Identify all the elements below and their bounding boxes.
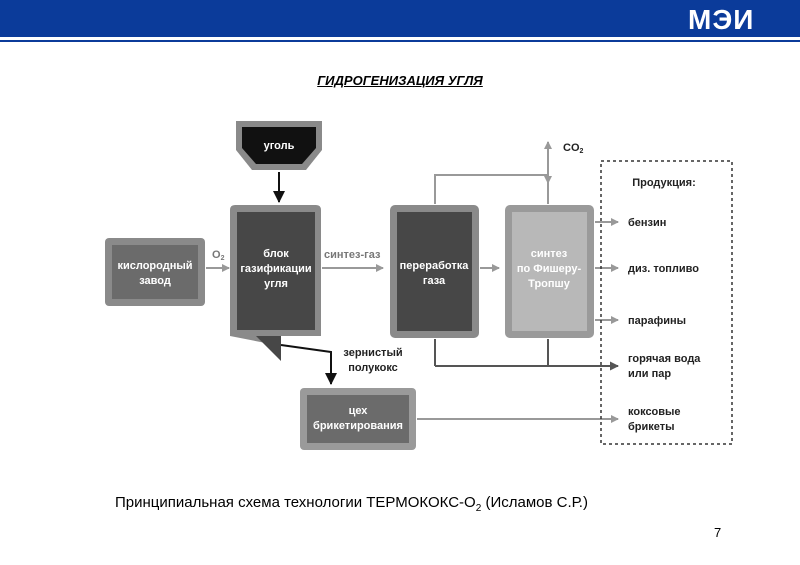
coal-hopper: уголь	[236, 121, 322, 170]
fischer-tropsch-box: синтез по Фишеру- Тропшу	[505, 205, 594, 338]
gasification-box: блок газификации угля	[230, 205, 321, 361]
oxygen-plant-label-2: завод	[139, 275, 171, 287]
product-coke-2: брикеты	[628, 421, 675, 433]
header-bar	[0, 0, 800, 37]
diagram-caption: Принципиальная схема технологии ТЕРМОКОК…	[115, 494, 588, 514]
gas-processing-label-1: переработка	[400, 260, 470, 272]
coal-label: уголь	[264, 140, 295, 152]
ft-label-1: синтез	[531, 248, 568, 260]
oxygen-plant-label-1: кислородный	[117, 260, 192, 272]
co2-bypass-line	[434, 174, 548, 204]
gasification-label-1: блок	[263, 248, 289, 260]
product-diesel: диз. топливо	[628, 263, 699, 275]
co2-label: CO2	[563, 142, 584, 155]
semicoke-arrow	[280, 344, 337, 385]
product-gasoline: бензин	[628, 217, 666, 229]
briquetting-label-1: цех	[349, 405, 369, 417]
briquetting-label-2: брикетирования	[313, 420, 403, 432]
ft-label-3: Тропшу	[528, 278, 571, 290]
product-coke-1: коксовые	[628, 406, 681, 418]
page-number: 7	[714, 525, 722, 540]
slide-title: ГИДРОГЕНИЗАЦИЯ УГЛЯ	[317, 73, 483, 88]
semicoke-label-2: полукокс	[348, 362, 398, 374]
product-hot-water-2: или пар	[628, 368, 671, 380]
products-box	[600, 160, 733, 445]
mei-logo: МЭИ	[688, 4, 755, 35]
gasification-label-2: газификации	[240, 263, 311, 275]
gasification-label-3: угля	[264, 278, 288, 290]
semicoke-label-1: зернистый	[343, 347, 402, 359]
oxygen-plant-box: кислородный завод	[105, 238, 205, 306]
gas-processing-label-2: газа	[423, 275, 446, 287]
header-rule	[0, 40, 800, 42]
briquetting-box: цех брикетирования	[300, 388, 416, 450]
products-title: Продукция:	[632, 177, 696, 189]
ft-label-2: по Фишеру-	[517, 263, 582, 275]
o2-label: O2	[212, 249, 225, 262]
product-paraffin: парафины	[628, 315, 686, 327]
syngas-label: синтез-газ	[324, 249, 381, 261]
gas-processing-box: переработка газа	[390, 205, 479, 338]
product-hot-water-1: горячая вода	[628, 353, 701, 365]
